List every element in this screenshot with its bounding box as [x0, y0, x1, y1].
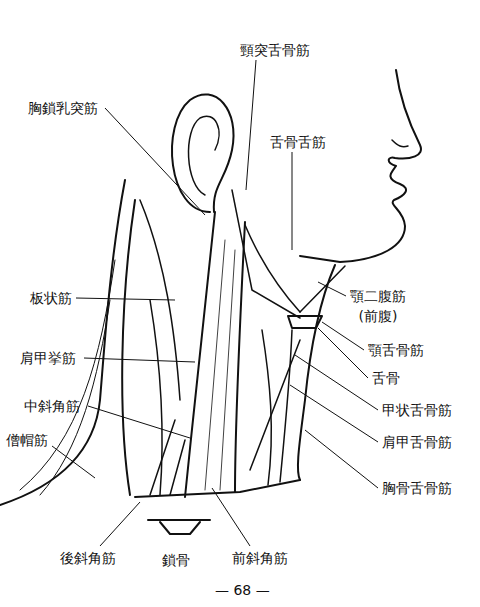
scm-fibre [205, 240, 235, 490]
leader-line [290, 385, 378, 442]
muscle-label: 鎖骨 [162, 550, 190, 570]
leader-line [52, 446, 95, 478]
muscle-label: 舌骨舌筋 [270, 132, 326, 152]
leader-line [318, 328, 368, 378]
page-number: — 68 — [215, 580, 270, 600]
leader-line [84, 358, 195, 362]
ear [172, 94, 234, 212]
muscle-label: 胸骨舌骨筋 [382, 478, 452, 498]
trapezius-fibre [20, 260, 115, 490]
leader-line [100, 502, 140, 546]
leader-line [295, 355, 378, 410]
muscle-label: 肩甲舌骨筋 [382, 432, 452, 452]
infrahyoid [262, 330, 271, 485]
leader-line [305, 430, 378, 488]
muscle-label: 頸突舌骨筋 [240, 40, 310, 60]
muscle-label: 中斜角筋 [24, 396, 80, 416]
muscle-label: 顎舌骨筋 [368, 340, 424, 360]
leader-line [292, 152, 293, 250]
leader-line [322, 322, 364, 350]
muscle-label: 僧帽筋 [6, 430, 48, 450]
trapezius-fibre [40, 300, 110, 495]
clavicle-section [148, 520, 210, 534]
ear-inner [189, 116, 220, 195]
infrahyoid [280, 330, 292, 482]
trapezius-edge [122, 200, 135, 495]
muscle-label: 舌骨 [372, 368, 400, 388]
muscle-label: 顎二腹筋 (前腹) [348, 286, 408, 326]
neck-front [298, 265, 335, 480]
leader-lines [52, 60, 378, 546]
stylohyoid [232, 190, 300, 318]
scm-edge [235, 222, 245, 492]
nostril [392, 140, 408, 147]
scm-edge [185, 212, 215, 497]
leader-line [212, 488, 250, 546]
muscle-label: 肩甲挙筋 [20, 348, 76, 368]
neck-back [0, 180, 125, 505]
leader-line [318, 282, 346, 296]
muscle-label: 後斜角筋 [60, 548, 116, 568]
muscle-label: 甲状舌骨筋 [382, 400, 452, 420]
leader-line [88, 406, 190, 438]
leader-line [246, 60, 256, 190]
muscle-label: 板状筋 [30, 288, 72, 308]
digastric [300, 266, 345, 312]
muscle-label: 胸鎖乳突筋 [28, 98, 98, 118]
clavicle-line [135, 480, 300, 497]
face-profile [300, 70, 421, 262]
omohyoid [250, 340, 300, 470]
muscle-label: 前斜角筋 [232, 548, 288, 568]
leader-line [105, 108, 205, 215]
leader-line [76, 298, 175, 300]
